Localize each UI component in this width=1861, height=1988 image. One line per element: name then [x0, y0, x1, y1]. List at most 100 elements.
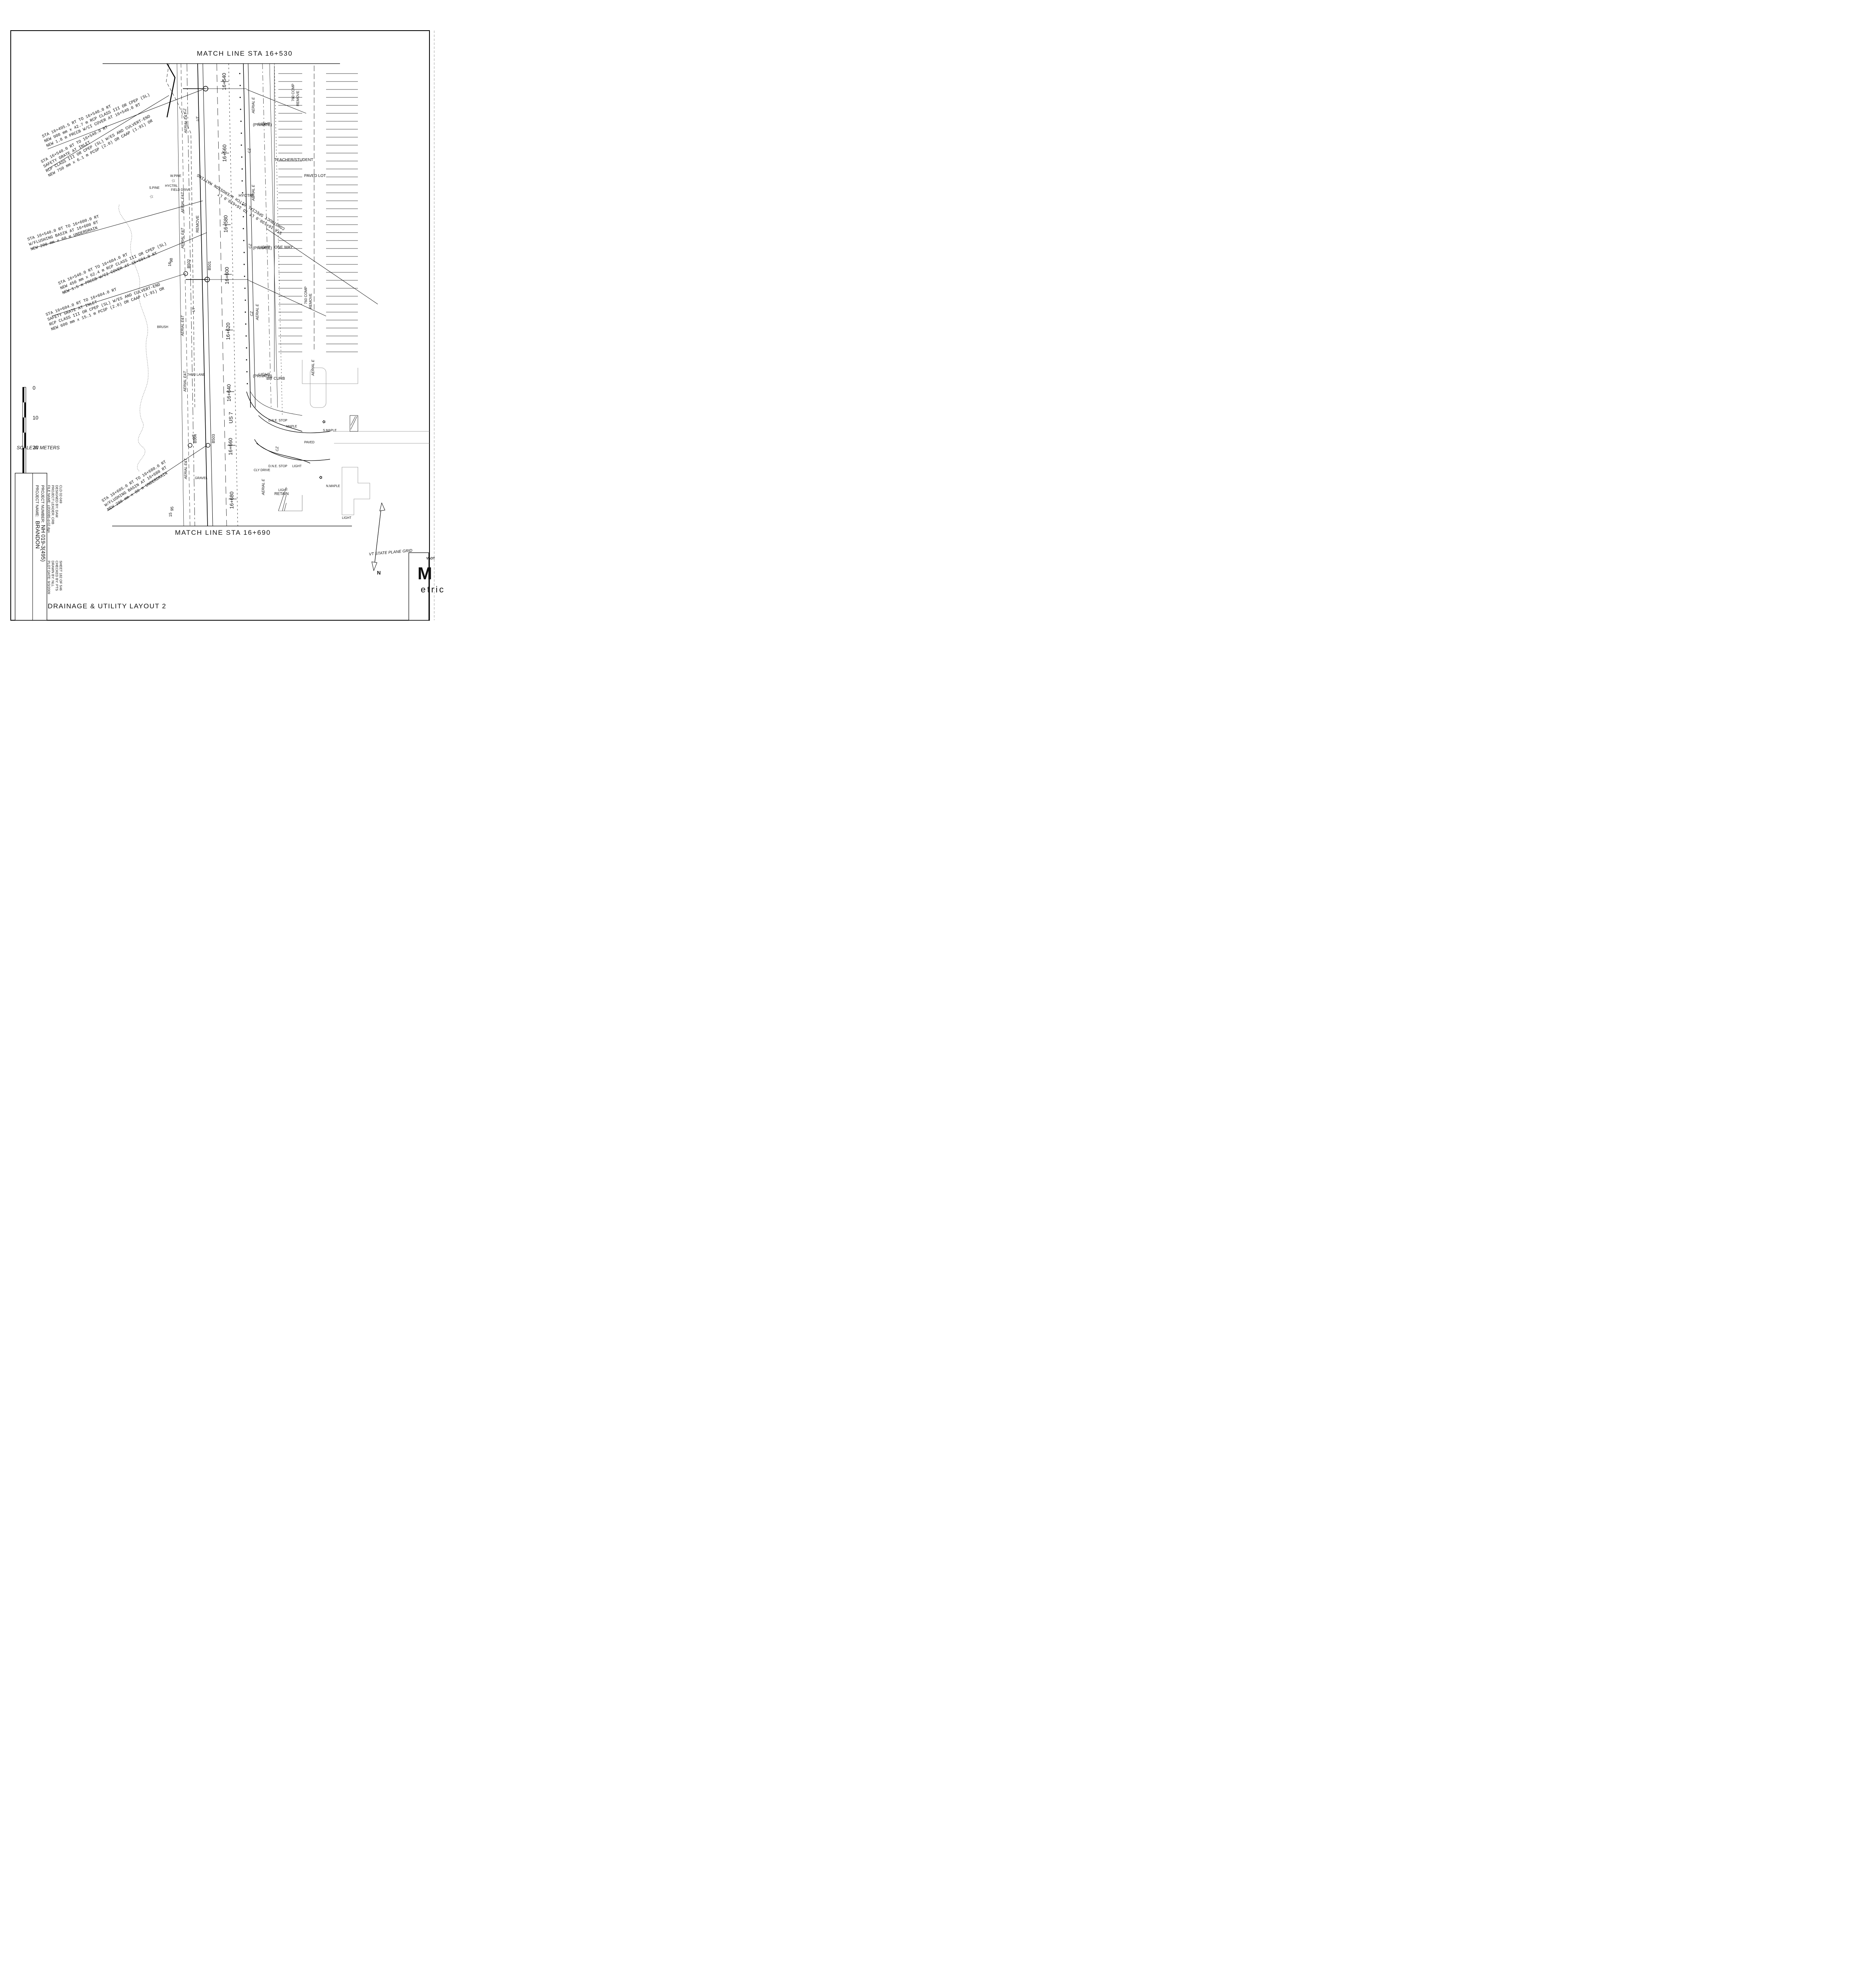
utility-labels: AERIAL E&T AERIAL E&T AERIAL E&T AERIAL … [181, 97, 315, 495]
vaot-logo: M VAOT etric [408, 552, 445, 621]
teacher-student-label: TEACHER/STUDENT [274, 158, 313, 162]
aerial-e-label: AERIAL E [261, 479, 265, 495]
title-block: DRAINAGE & UTILITY LAYOUT 2 [15, 473, 166, 621]
scale-bar: 0 10 20 30 SCALE IN METERS [17, 385, 60, 480]
logo-word: etric [421, 584, 445, 594]
station-label: 16+580 [223, 215, 229, 233]
station-label: 16+560 [221, 144, 227, 162]
callout-line: NEW 900 mm x 42.7 m RCP CLASS III OR CPE… [43, 93, 151, 144]
callout-1: NEW 1.8 m PRCCB W/CI COVER AT 16+540.0 R… [41, 93, 151, 149]
remove-note-2b: REMOVE [309, 293, 313, 309]
b502-label: B502 [187, 259, 191, 268]
ut-label: UT [196, 116, 200, 121]
parking-lot [274, 66, 358, 408]
intersection-labels: PAVED LIGHT D.N.E. STOP D.N.E. STOP RETA… [187, 373, 352, 520]
dne-stop-2: D.N.E. STOP [268, 464, 287, 468]
light-private-3: LIGHT [258, 373, 270, 377]
callout-7: STA 16+530.0 LT TO 16+620.0 LT CONSTRUCT… [196, 173, 286, 235]
ut-label: UT [192, 307, 196, 312]
light-private-2: LIGHT [258, 245, 270, 250]
catch-basin-b504 [188, 443, 192, 448]
aerial-et-label: AERIAL E&T [183, 371, 187, 392]
callout-line: CONSTRUCT SPECIAL DITCH W/EROSION MATTIN… [196, 173, 286, 231]
scale-tick-20: 20 [33, 445, 38, 450]
structure-labels: B501 B502 B503 B504 98 16 95 15 [168, 258, 216, 517]
num-16: 16 [168, 262, 172, 266]
field-drive-label: FIELD DRIVE [171, 188, 190, 192]
paved-lot-label: PAVED LOT [304, 174, 326, 178]
w-pine-label: W.PINE [170, 174, 181, 178]
n-maple-label: N.MAPLE [326, 484, 340, 488]
plan-svg: MATCH LINE STA 16+530 MATCH LINE STA 16+… [15, 50, 445, 621]
light-private-2b: (PRIVATE) [253, 246, 272, 250]
title-block-title: DRAINAGE & UTILITY LAYOUT 2 [48, 602, 166, 610]
s-pine-label: S.PINE [149, 186, 159, 190]
intersection [256, 415, 429, 515]
vegetation: ☆ ☆ W.PINE S.PINE HYCTRL FIELD DRIVE REM… [118, 174, 340, 488]
cz-label: CZ [183, 109, 187, 113]
cz-label: CZ [250, 311, 254, 316]
north-grid-label: VT STATE PLANE GRID [369, 548, 412, 557]
callout-3: NEW 200 mm x 60 m UNDERDRAIN W/FLUSHING … [27, 214, 99, 252]
light-private-1b: (PRIVATE) [253, 123, 272, 127]
aerial-e-label: AERIAL E [251, 97, 255, 114]
rotated-plan-view: MATCH LINE STA 16+530 MATCH LINE STA 16+… [0, 0, 445, 630]
scale-tick-0: 0 [33, 385, 35, 391]
remove-note-2: 760 COMP [304, 286, 308, 304]
aerial-et-label: AERIAL E&T [184, 458, 188, 480]
north-arrow: VT STATE PLANE GRID N [369, 502, 413, 576]
s-pine-star: ☆ [149, 194, 154, 199]
light-lamp-2: LIGHT [342, 516, 352, 520]
light-private-1: LIGHT [258, 122, 270, 126]
dne-stop-1: D.N.E. STOP [268, 419, 287, 422]
cz-label: CZ [247, 148, 251, 153]
aerial-et-label: AERIAL E&T [181, 315, 185, 336]
aerial-et-label: AERIAL E&T [181, 227, 185, 249]
s-maple-label: S.MAPLE [323, 429, 337, 432]
num-15: 15 [169, 512, 173, 517]
station-label: 16+600 [224, 267, 230, 284]
light-private-3b: (PRIVATE) [253, 374, 272, 379]
brush-line [118, 204, 149, 472]
ut-label: UT [192, 434, 196, 439]
paved-label: PAVED [304, 441, 315, 444]
station-label: 16+660 [227, 438, 233, 455]
drainage-structures [166, 63, 249, 448]
callout-leaders [31, 89, 378, 511]
hyctrl-label-2: HYCTRL [165, 184, 178, 188]
catch-basin-b503 [206, 443, 210, 448]
retain-label: RETAIN [274, 492, 289, 496]
sheet-frame [10, 30, 435, 621]
callout-line: W/FLUSHING BASIN AT 16+680 RT [104, 465, 168, 508]
route-label: US 7 [228, 412, 234, 423]
b501-label: B501 [208, 261, 212, 270]
light-lamp-label: LIGHT [278, 488, 288, 492]
north-letter: N [377, 570, 381, 576]
remove-note-1b: REMOVE [296, 91, 300, 106]
remove-mid-label: REMOVE [196, 215, 200, 233]
remove-note-1: 760 COMP [291, 83, 295, 101]
station-label: 16+540 [221, 73, 227, 90]
station-ticks [221, 81, 237, 499]
num-95: 95 [170, 506, 175, 511]
w-pine-star: ☆ [171, 179, 176, 183]
station-labels: 16+540 16+560 16+580 16+600 16+620 16+64… [221, 73, 235, 509]
bit-curb-label: BIT CURB [266, 377, 285, 381]
cz-label: CZ [275, 447, 279, 451]
scale-caption: SCALE IN METERS [17, 445, 60, 450]
station-label: 16+640 [226, 384, 232, 402]
hyctrl-label: HYCTRL [239, 194, 254, 198]
b504-label: B504 [193, 434, 198, 443]
n-maple-sym: ✿ [319, 476, 323, 479]
brush-label: BRUSH [157, 325, 168, 329]
parking-labels: PAVED LOT TEACHER/STUDENT 760 COMP REMOV… [239, 83, 326, 381]
parking-stripes [278, 73, 358, 352]
b503-label: B503 [212, 434, 216, 443]
station-label: 16+620 [225, 322, 231, 340]
cz-label: CZ [248, 244, 252, 248]
num-98: 98 [169, 258, 174, 262]
gravel-label: GRAVEL [195, 476, 208, 480]
match-line-right-label: MATCH LINE STA 16+690 [175, 529, 271, 536]
match-line-left-label: MATCH LINE STA 16+530 [197, 50, 293, 57]
one-way-label: ONE WAY [274, 245, 293, 250]
